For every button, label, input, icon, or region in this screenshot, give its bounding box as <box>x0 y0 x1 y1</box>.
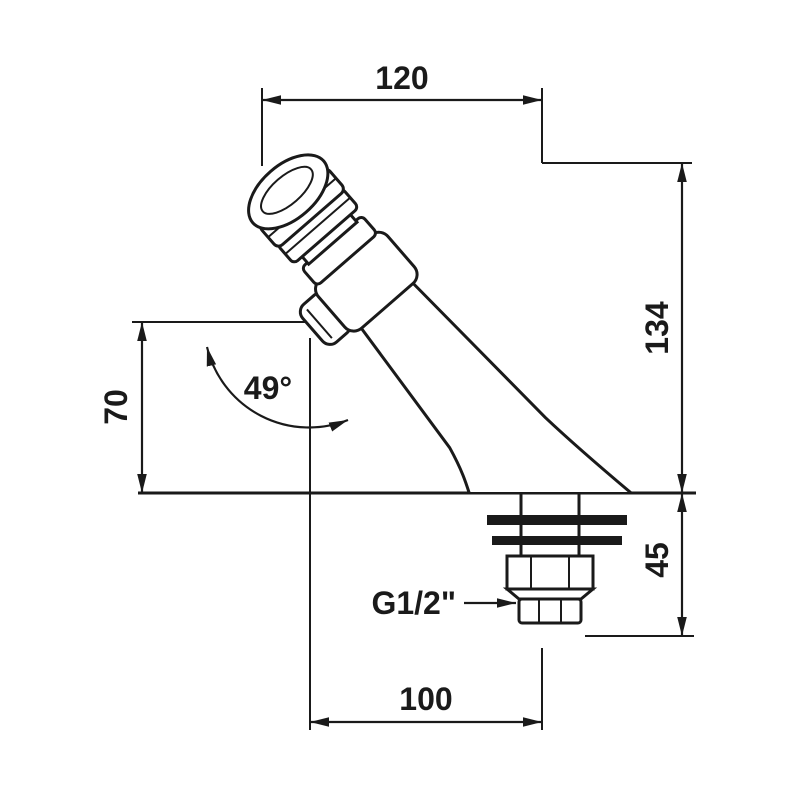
spout-rim-line <box>306 308 333 339</box>
dimension-spout-height: 70 <box>98 321 312 493</box>
dimension-shank-depth: 45 <box>585 493 694 637</box>
mounting-shank <box>487 494 627 625</box>
dim-45-label: 45 <box>639 542 675 578</box>
dimension-overall-height: 134 <box>542 162 692 493</box>
dim-100-label: 100 <box>399 681 452 717</box>
fixing-nut <box>505 554 595 591</box>
thread-end-hex <box>517 597 583 625</box>
washer-plate <box>492 536 622 545</box>
dim-120-label: 120 <box>375 60 428 96</box>
tap-body <box>356 278 666 492</box>
dimension-top-width: 120 <box>261 60 543 166</box>
push-button-cap <box>247 153 330 231</box>
washer-plate <box>487 515 627 525</box>
thread-callout: G1/2" <box>371 585 516 621</box>
tap-outline <box>247 153 666 492</box>
button-ridge-line <box>284 196 351 255</box>
angle-label: 49° <box>244 370 292 406</box>
push-button-top-face <box>260 165 314 215</box>
dim-70-label: 70 <box>98 389 134 425</box>
thread-label: G1/2" <box>371 585 456 621</box>
dim-134-label: 134 <box>639 301 675 355</box>
angle-arc <box>205 346 349 432</box>
dimension-spout-angle: 49° <box>205 346 349 432</box>
